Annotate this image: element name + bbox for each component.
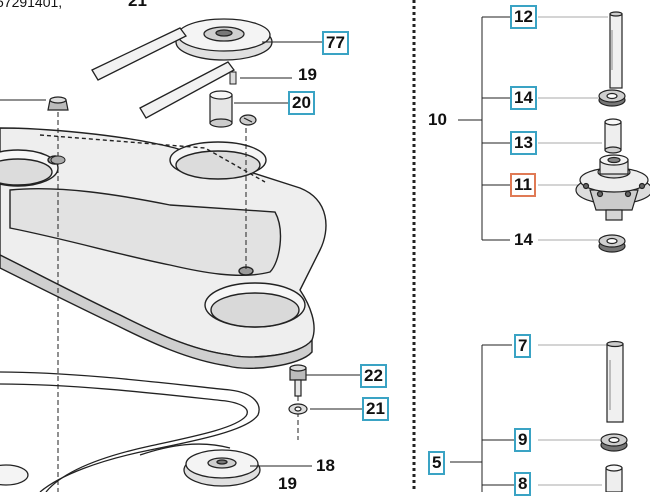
callout-13: 13: [510, 131, 537, 155]
callout-top-21: 21: [128, 0, 147, 10]
callout-9: 9: [514, 428, 532, 452]
callout-14-upper: 14: [510, 86, 537, 110]
callout-22: 22: [360, 364, 387, 388]
callout-20: 20: [288, 91, 315, 115]
callout-11: 11: [510, 173, 536, 197]
callout-19-bottom: 19: [278, 474, 297, 493]
callout-77: 77: [322, 31, 349, 55]
pin-part: [229, 71, 237, 85]
bearing-9: [600, 433, 628, 452]
washer-21: [288, 403, 308, 415]
callout-12: 12: [510, 5, 537, 29]
mower-deck: [0, 127, 327, 369]
spindle-shaft-top: [609, 11, 623, 89]
bolt-mid: [239, 114, 257, 126]
spacer-13: [604, 118, 622, 154]
leaders-right-light: [538, 16, 608, 486]
spindle-shaft-bottom: [606, 340, 624, 423]
part-reference-text: 67291401,: [0, 0, 63, 10]
callout-14-lower: 14: [514, 230, 533, 249]
top-pulley: [175, 18, 273, 61]
lower-pulley: [183, 449, 261, 487]
spacer-part: [209, 90, 233, 128]
leaders-left: [0, 41, 362, 467]
washer-deck: [50, 155, 66, 165]
drive-belt-lower: [0, 371, 260, 492]
callout-21: 21: [362, 397, 389, 421]
drive-belt-top: [91, 27, 235, 119]
spacer-8: [605, 464, 623, 492]
callout-5: 5: [428, 451, 446, 475]
leaders-right: [450, 16, 514, 492]
nut-top-left: [47, 96, 69, 111]
spindle-housing: [575, 154, 650, 221]
bearing-upper: [598, 89, 626, 107]
callout-10: 10: [428, 110, 447, 129]
bolt-22: [289, 364, 307, 397]
bearing-lower: [598, 234, 626, 253]
callout-19-top: 19: [298, 65, 317, 84]
lower-left-pulley: [0, 464, 29, 486]
callout-7: 7: [514, 334, 532, 358]
callout-8: 8: [514, 472, 532, 496]
callout-18: 18: [316, 456, 335, 475]
